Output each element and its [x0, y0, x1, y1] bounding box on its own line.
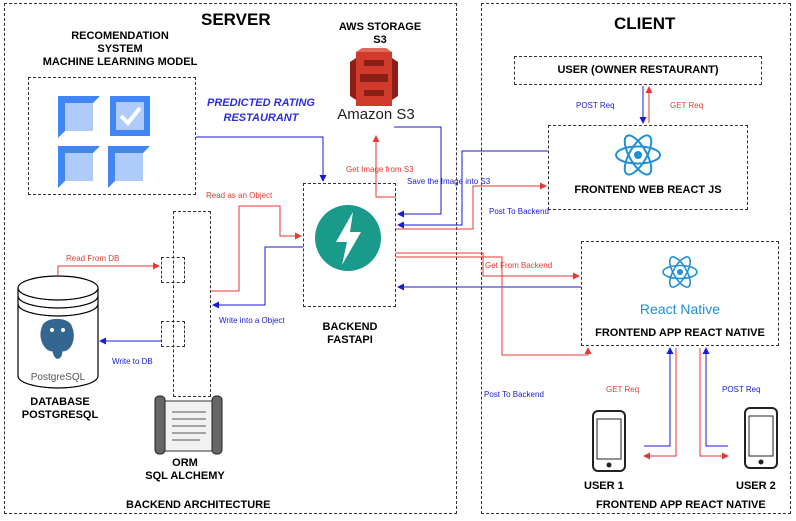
fastapi-icon — [315, 205, 381, 271]
edge-label-post-req-app: POST Req — [722, 385, 761, 394]
postgres-logo-text: PostgreSQL — [31, 372, 86, 383]
backend-label: BACKEND FASTAPI — [295, 321, 405, 347]
web-frontend-label: FRONTEND WEB REACT JS — [574, 184, 722, 196]
user2-phone-icon — [744, 407, 778, 469]
ml-model-line1: RECOMENDATION — [71, 30, 169, 42]
edge-label-write-to-db: Write to DB — [112, 357, 153, 366]
arrow-read-from-db — [57, 262, 160, 276]
amazon-s3-logo-text: Amazon S3 — [337, 106, 415, 123]
react-js-icon — [615, 134, 661, 176]
edge-label-read-from-db: Read From DB — [66, 254, 120, 263]
orm-column — [173, 211, 211, 397]
ml-model-box — [28, 77, 196, 195]
user2-label: USER 2 — [736, 480, 776, 492]
orm-label: ORM SQL ALCHEMY — [130, 457, 240, 483]
arrow-backend-to-web — [396, 182, 547, 230]
ml-model-title: RECOMENDATION SYSTEM MACHINE LEARNING MO… — [30, 30, 210, 69]
predicted-rating-label: PREDICTED RATING RESTAURANT — [196, 96, 326, 126]
backend-line2: FASTAPI — [327, 334, 373, 346]
arrow-app-to-user2 — [699, 348, 729, 460]
arrow-predicted-to-backend — [196, 136, 327, 182]
client-title: CLIENT — [614, 14, 676, 33]
user1-label: USER 1 — [584, 480, 624, 492]
database-line2: POSTGRESQL — [21, 409, 99, 421]
web-frontend-box — [548, 125, 748, 210]
arrow-backend-to-app-lower — [396, 256, 592, 356]
user-owner-box — [514, 56, 762, 85]
user1-phone-icon — [592, 410, 626, 472]
edge-label-get-from-backend: Get From Backend — [485, 261, 553, 270]
ml-model-line2: SYSTEM — [97, 43, 143, 55]
server-title: SERVER — [201, 10, 271, 29]
edge-label-get-image-s3: Get Image from S3 — [346, 165, 414, 174]
predicted-line1: PREDICTED RATING — [207, 97, 315, 109]
user-owner-label: USER (OWNER RESTAURANT) — [557, 64, 719, 76]
aws-title: AWS STORAGE S3 — [325, 21, 435, 47]
edge-label-write-into-object: Write into a Object — [219, 316, 285, 325]
react-native-icon — [662, 256, 698, 288]
edge-label-get-req-web: GET Req — [670, 101, 704, 110]
edge-label-post-to-backend-2: Post To Backend — [484, 390, 544, 399]
client-panel — [481, 3, 791, 514]
arrow-app-to-user1 — [643, 348, 677, 460]
edge-label-save-image-s3: Save the Image into S3 — [407, 177, 491, 186]
orm-read-port — [161, 257, 185, 283]
amazon-s3-icon — [350, 48, 398, 106]
orm-line1: ORM — [172, 457, 198, 469]
orm-write-port — [161, 321, 185, 347]
edge-label-get-req-app: GET Req — [606, 385, 640, 394]
arrow-get-image-s3 — [372, 135, 396, 198]
arrow-backend-to-app — [396, 252, 580, 280]
arrow-read-as-object — [211, 205, 302, 292]
orm-line2: SQL ALCHEMY — [145, 470, 225, 482]
edge-label-post-to-backend-1: Post To Backend — [489, 207, 549, 216]
arrow-web-to-backend — [397, 150, 548, 229]
postgres-database-icon — [17, 275, 99, 389]
arrow-write-into-object — [212, 246, 303, 309]
arrow-user2-to-app — [702, 347, 728, 447]
ml-model-line3: MACHINE LEARNING MODEL — [42, 56, 198, 68]
aws-line2: S3 — [373, 34, 387, 46]
aws-line1: AWS STORAGE — [338, 21, 422, 33]
arrow-user1-to-app — [644, 347, 674, 447]
server-panel — [4, 3, 457, 514]
client-footer: FRONTEND APP REACT NATIVE — [596, 499, 766, 511]
predicted-line2: RESTAURANT — [223, 112, 299, 124]
app-frontend-box — [581, 241, 779, 346]
arrow-s3-to-backend — [394, 126, 442, 218]
app-frontend-label: FRONTEND APP REACT NATIVE — [595, 327, 765, 339]
orm-scroll-icon — [154, 395, 223, 455]
react-native-logo-text: React Native — [640, 301, 720, 317]
database-label: DATABASE POSTGRESQL — [10, 396, 110, 422]
database-line1: DATABASE — [30, 396, 90, 408]
ml-model-icon — [58, 96, 150, 188]
server-footer: BACKEND ARCHITECTURE — [126, 499, 271, 511]
edge-label-post-req-web: POST Req — [576, 101, 615, 110]
backend-line1: BACKEND — [322, 321, 378, 333]
edge-label-read-as-object: Read as an Object — [206, 191, 273, 200]
backend-box — [303, 183, 396, 307]
